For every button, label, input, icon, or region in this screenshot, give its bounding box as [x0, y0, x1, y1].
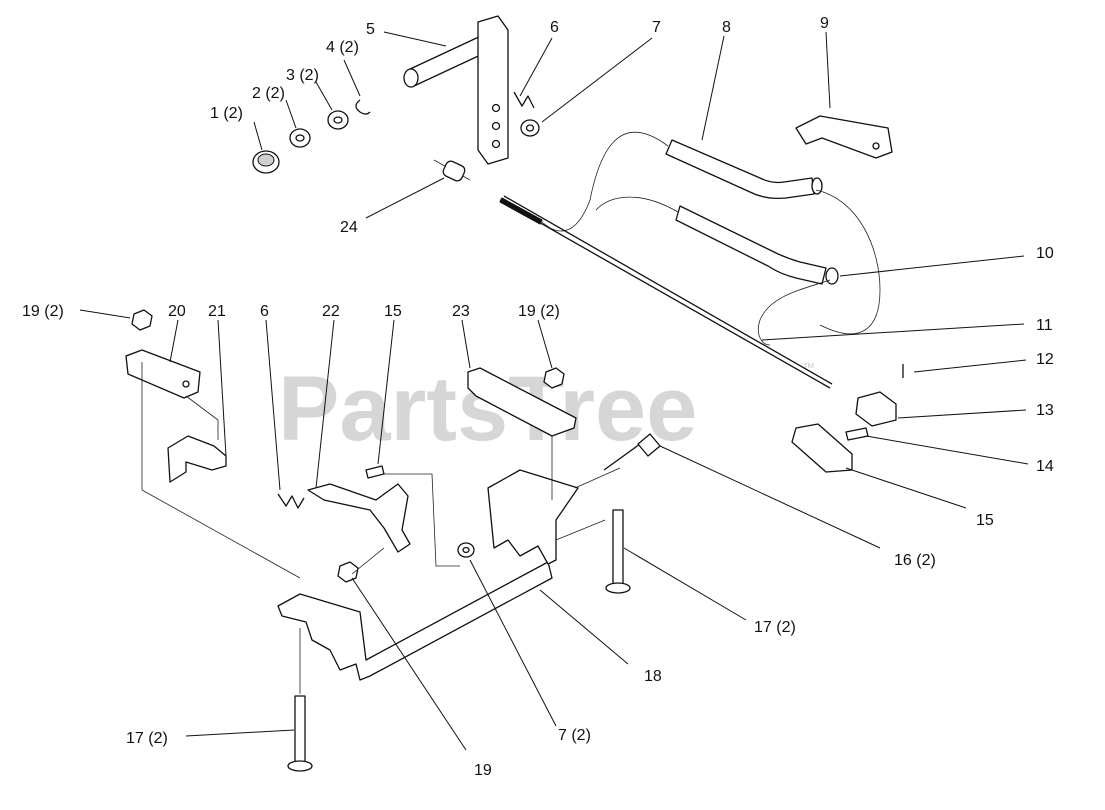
- leader-14: [865, 435, 1029, 465]
- leader-4: [343, 59, 361, 97]
- part-swivel-24: [433, 159, 471, 182]
- callout-9: 9: [820, 15, 829, 32]
- leader-21: [217, 319, 227, 457]
- part-clevis-13: [855, 391, 897, 427]
- leader-23: [461, 319, 471, 369]
- callout-17-right: 17 (2): [754, 619, 796, 636]
- callout-2: 2 (2): [252, 85, 285, 102]
- callout-10: 10: [1036, 245, 1054, 262]
- part-clip-9: [795, 115, 893, 159]
- callout-5: 5: [366, 21, 375, 38]
- callout-12: 12: [1036, 351, 1054, 368]
- leader-20: [169, 319, 179, 363]
- leader-17-right: [623, 547, 747, 621]
- part-lever-22: [307, 483, 411, 553]
- leader-22: [315, 319, 335, 489]
- callout-17-left: 17 (2): [126, 730, 168, 747]
- callout-15-left: 15: [384, 303, 402, 320]
- callout-13: 13: [1036, 402, 1054, 419]
- part-nut-19-lower: [337, 561, 359, 583]
- part-eclip-4: [355, 99, 371, 115]
- part-nut-19-topleft: [131, 309, 153, 331]
- part-spring-6-top: [513, 91, 535, 109]
- leader-24: [365, 177, 445, 219]
- callout-7-lower: 7 (2): [558, 727, 591, 744]
- leader-19-topleft: [79, 309, 131, 319]
- callout-21: 21: [208, 303, 226, 320]
- part-bracket-18: [277, 467, 621, 681]
- callout-19-lower: 19: [474, 762, 492, 779]
- part-bolt-17-left: [287, 628, 313, 772]
- leader-6-top: [519, 37, 553, 97]
- leader-3: [315, 81, 333, 111]
- callout-19-mid: 19 (2): [518, 303, 560, 320]
- part-arm-plate: [477, 15, 509, 165]
- callout-8: 8: [722, 19, 731, 36]
- leader-11: [761, 323, 1025, 341]
- part-pin-14: [845, 427, 869, 441]
- part-washer-2: [289, 128, 311, 148]
- callout-6-left: 6: [260, 303, 269, 320]
- part-nut-19-mid: [543, 367, 565, 389]
- leader-5: [383, 31, 447, 47]
- callout-14: 14: [1036, 458, 1054, 475]
- leader-19-lower: [351, 577, 467, 751]
- leader-18: [539, 589, 629, 665]
- callout-16: 16 (2): [894, 552, 936, 569]
- leader-1: [253, 121, 263, 151]
- callout-4: 4 (2): [326, 39, 359, 56]
- part-washer-7-top: [520, 119, 540, 137]
- leader-16: [659, 445, 881, 549]
- watermark-trademark: ™: [802, 360, 815, 375]
- guide-20: [141, 362, 301, 579]
- part-cable-10: [595, 196, 839, 346]
- guide-21: [185, 395, 219, 440]
- leader-15-left: [377, 319, 395, 465]
- leader-7-lower: [469, 559, 557, 727]
- callout-11: 11: [1036, 317, 1053, 334]
- part-bracket-20-hole: [182, 380, 190, 388]
- part-bracket-20: [125, 349, 201, 399]
- leader-7-top: [541, 37, 653, 123]
- part-plate-23: [467, 367, 577, 437]
- callout-7-top: 7: [652, 19, 661, 36]
- part-spring-6-left: [277, 493, 305, 509]
- leader-15-right: [845, 467, 967, 509]
- leader-6-left: [265, 319, 281, 491]
- callout-20: 20: [168, 303, 186, 320]
- callout-23: 23: [452, 303, 470, 320]
- callout-6-top: 6: [550, 19, 559, 36]
- callout-19-topleft: 19 (2): [22, 303, 64, 320]
- leader-13: [897, 409, 1027, 419]
- part-bushing-1: [252, 150, 280, 174]
- leader-2: [285, 99, 297, 129]
- leader-17-left: [185, 729, 295, 737]
- callout-15-right: 15: [976, 512, 994, 529]
- callout-3: 3 (2): [286, 67, 319, 84]
- part-link-15-right: [791, 423, 853, 473]
- part-cable-8: [539, 132, 881, 335]
- part-washer-3: [327, 110, 349, 130]
- callout-18: 18: [644, 668, 662, 685]
- part-clip-9-hole: [872, 142, 880, 150]
- leader-12: [913, 359, 1027, 373]
- part-bracket-21: [167, 435, 227, 483]
- callout-1: 1 (2): [210, 105, 243, 122]
- part-bolt-16: [603, 433, 661, 471]
- leader-9: [825, 31, 831, 109]
- part-rod-11: [499, 195, 833, 389]
- part-washer-7-lower: [457, 542, 475, 558]
- guide-19: [351, 547, 385, 575]
- part-bolt-15-left: [365, 465, 385, 479]
- leader-10: [839, 255, 1025, 277]
- callout-22: 22: [322, 303, 340, 320]
- leader-19-mid: [537, 319, 553, 369]
- part-bolt-17-right: [605, 509, 631, 594]
- leader-8: [701, 35, 725, 141]
- callout-24: 24: [340, 219, 358, 236]
- guide-22: [382, 473, 460, 567]
